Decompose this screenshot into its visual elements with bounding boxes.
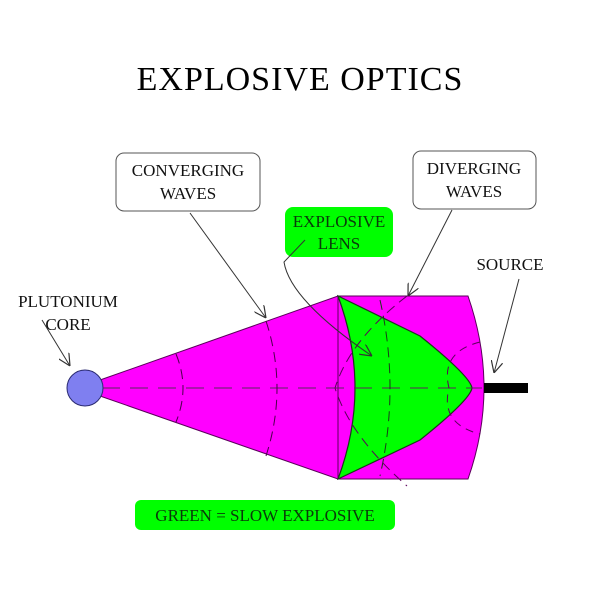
legend-box	[135, 500, 395, 530]
diverging-waves-callout-box	[412, 150, 537, 210]
diverging-wavefront	[446, 341, 481, 435]
converging-pointer-arrow	[189, 212, 266, 318]
converging-wavefront	[265, 320, 278, 457]
source-rod	[484, 383, 528, 393]
legend-text: GREEN = SLOW EXPLOSIVE	[155, 506, 374, 525]
converging-label-line1: CONVERGING	[132, 161, 244, 180]
lens-label-line2: LENS	[318, 234, 361, 253]
converging-wavefront	[379, 299, 391, 477]
converging-label-line2: WAVES	[160, 184, 216, 203]
diverging-label-line1: DIVERGING	[427, 159, 521, 178]
diverging-wavefront	[334, 295, 408, 487]
slow-explosive-lens	[336, 294, 473, 481]
diverging-pointer-arrow	[408, 209, 453, 296]
lens-pointer-arrow	[283, 239, 372, 356]
core-label-line2: CORE	[45, 315, 90, 334]
diagram-title: EXPLOSIVE OPTICS	[137, 61, 464, 98]
core-label-line1: PLUTONIUM	[18, 292, 118, 311]
source-pointer-arrow	[494, 278, 520, 373]
diverging-label-line2: WAVES	[446, 182, 502, 201]
plutonium-core	[66, 369, 104, 407]
explosive-lens-callout-box	[285, 207, 393, 257]
converging-wavefront	[175, 353, 184, 423]
core-pointer-arrow	[41, 319, 70, 366]
converging-waves-callout-box	[115, 152, 261, 212]
lens-label-line1: EXPLOSIVE	[293, 212, 386, 231]
source-label: SOURCE	[476, 255, 543, 274]
